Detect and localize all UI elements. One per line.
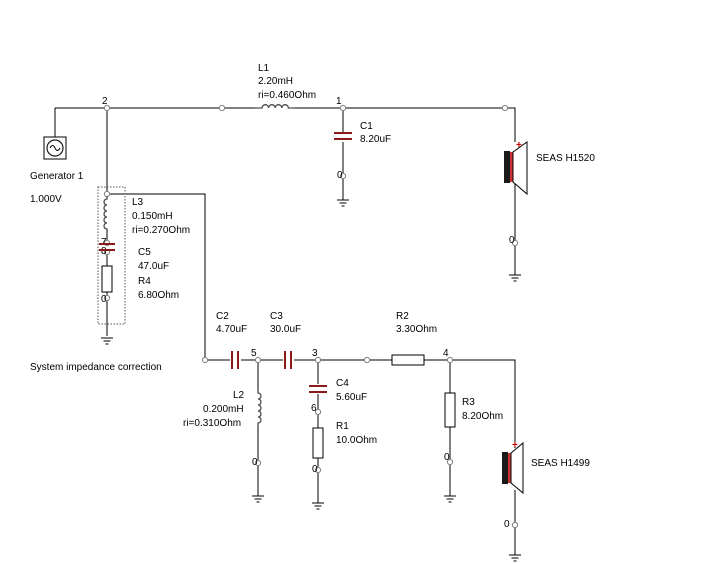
- capacitor-C4[interactable]: C4 5.60uF: [309, 378, 367, 403]
- C1-value: 8.20uF: [360, 134, 391, 145]
- L3-value: 0.150mH: [132, 211, 173, 222]
- node-label-0: 0: [312, 464, 318, 475]
- R4-name: R4: [138, 276, 151, 287]
- generator-name: Generator 1: [30, 171, 84, 182]
- node-label-0: 0: [252, 457, 258, 468]
- impedance-correction-network: System impedance correction: [30, 186, 162, 373]
- node-label-2: 2: [102, 96, 108, 107]
- resistor-R3[interactable]: R3 8.20Ohm: [444, 392, 503, 428]
- L1-resistance: ri=0.460Ohm: [258, 90, 316, 101]
- capacitor-C2[interactable]: C2 4.70uF: [216, 311, 247, 369]
- capacitor-C3[interactable]: C3 30.0uF: [270, 311, 301, 369]
- node-label-3: 3: [312, 348, 318, 359]
- tweeter-magnet-icon: [504, 151, 510, 183]
- L1-name: L1: [258, 63, 270, 74]
- L3-name: L3: [132, 197, 144, 208]
- node-label-6: 6: [311, 403, 317, 414]
- tweeter-cone-icon: [512, 141, 528, 196]
- resistor-R1[interactable]: R1 10.0Ohm: [312, 421, 377, 459]
- L2-value: 0.200mH: [203, 404, 244, 415]
- L2-name: L2: [233, 390, 245, 401]
- woofer-voice-coil: [508, 453, 511, 483]
- node-label-0: 0: [509, 235, 515, 246]
- L1-value: 2.20mH: [258, 76, 293, 87]
- woofer-cone-icon: [510, 441, 524, 495]
- correction-dashed-box: [97, 186, 126, 325]
- R2-name: R2: [396, 311, 409, 322]
- inductor-L3[interactable]: L3 0.150mH ri=0.270Ohm: [103, 196, 190, 236]
- woofer-name: SEAS H1499: [531, 458, 590, 469]
- L2-resistance: ri=0.310Ohm: [183, 418, 241, 429]
- sine-wave-icon: [49, 145, 61, 151]
- node-label-5: 5: [251, 348, 257, 359]
- C4-value: 5.60uF: [336, 392, 367, 403]
- generator[interactable]: Generator 1 1.000V: [30, 136, 84, 205]
- L3-resistance: ri=0.270Ohm: [132, 225, 190, 236]
- resistor-R2[interactable]: R2 3.30Ohm: [391, 311, 437, 366]
- C5-value: 47.0uF: [138, 261, 169, 272]
- node-label-0: 0: [444, 452, 450, 463]
- C2-value: 4.70uF: [216, 324, 247, 335]
- woofer-magnet-icon: [502, 452, 508, 484]
- node-label-0: 0: [337, 170, 343, 181]
- woofer-plus-sign: +: [512, 440, 518, 451]
- node-label-7: 7: [101, 237, 107, 248]
- C5-name: C5: [138, 247, 151, 258]
- C4-name: C4: [336, 378, 349, 389]
- tweeter-plus-sign: +: [516, 140, 522, 151]
- node-label-0: 0: [504, 519, 510, 530]
- R4-value: 6.80Ohm: [138, 290, 179, 301]
- node-label-0: 0: [101, 294, 107, 305]
- capacitor-C1[interactable]: C1 8.20uF: [334, 121, 391, 145]
- correction-note: System impedance correction: [30, 362, 162, 373]
- C3-name: C3: [270, 311, 283, 322]
- R2-value: 3.30Ohm: [396, 324, 437, 335]
- C1-name: C1: [360, 121, 373, 132]
- tweeter-name: SEAS H1520: [536, 153, 595, 164]
- node-label-1: 1: [336, 96, 342, 107]
- ground-symbol: [101, 195, 521, 562]
- R3-name: R3: [462, 397, 475, 408]
- inductor-L1[interactable]: L1 2.20mH ri=0.460Ohm: [255, 63, 316, 109]
- C3-value: 30.0uF: [270, 324, 301, 335]
- junction-nodes: [103, 104, 519, 529]
- R1-value: 10.0Ohm: [336, 435, 377, 446]
- tweeter-speaker[interactable]: + SEAS H1520: [504, 140, 595, 196]
- C2-name: C2: [216, 311, 229, 322]
- tweeter-voice-coil: [510, 152, 513, 182]
- resistor-R4[interactable]: R4 6.80Ohm: [101, 265, 179, 301]
- inductor-L2[interactable]: L2 0.200mH ri=0.310Ohm: [183, 390, 262, 429]
- node-label-4: 4: [443, 348, 449, 359]
- node-label-8: 8: [101, 246, 107, 257]
- woofer-speaker[interactable]: + SEAS H1499: [502, 440, 590, 495]
- R1-name: R1: [336, 421, 349, 432]
- generator-voltage: 1.000V: [30, 194, 62, 205]
- R3-value: 8.20Ohm: [462, 411, 503, 422]
- capacitor-C5[interactable]: C5 47.0uF: [99, 243, 169, 272]
